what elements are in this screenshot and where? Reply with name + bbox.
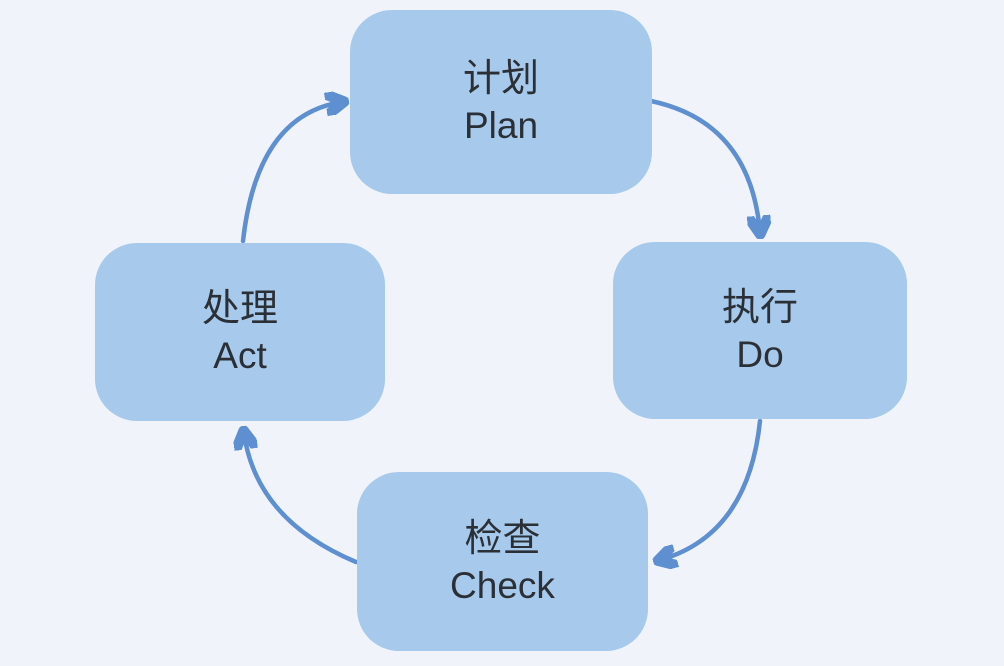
node-do: 执行 Do	[613, 242, 907, 419]
node-check-label-en: Check	[450, 564, 555, 606]
arrow-plan-to-do	[648, 98, 760, 232]
node-act-label-en: Act	[213, 335, 267, 376]
node-plan-label-en: Plan	[463, 105, 539, 146]
node-plan: 计划 Plan	[350, 10, 652, 194]
node-check: 检查 Check	[357, 472, 648, 651]
node-do-label-en: Do	[736, 333, 784, 375]
node-act-label-zh: 处理	[201, 288, 278, 330]
arrow-do-to-check	[660, 418, 763, 560]
arrow-check-to-act	[244, 433, 359, 565]
node-act: 处理 Act	[95, 243, 385, 421]
node-plan-label-zh: 计划	[462, 58, 539, 100]
node-check-label-zh: 检查	[464, 517, 541, 560]
node-do-label-zh: 执行	[721, 286, 798, 329]
arrow-act-to-plan	[240, 102, 342, 244]
